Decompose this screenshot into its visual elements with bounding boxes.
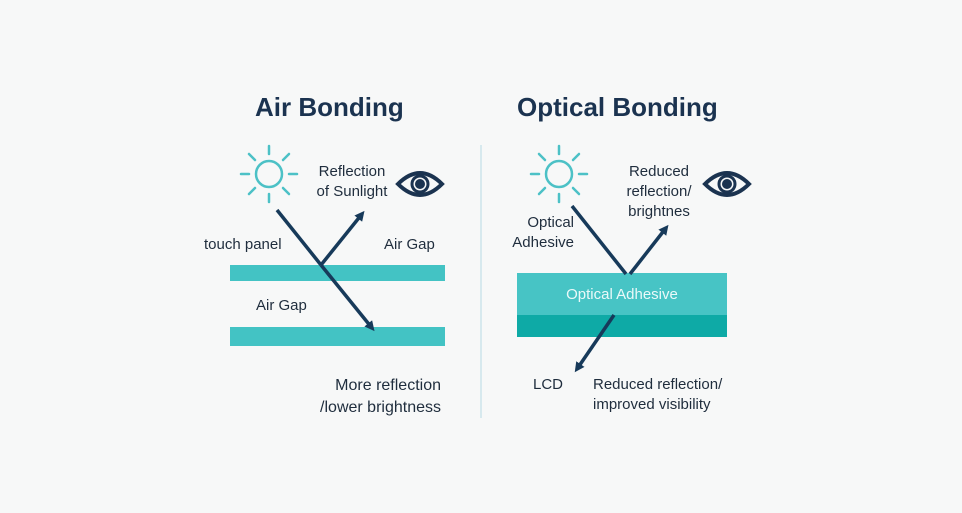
sun-icon bbox=[239, 144, 299, 204]
air-result-line-2: /lower brightness bbox=[320, 399, 441, 416]
lcd-label: LCD bbox=[533, 376, 564, 393]
optical-adhesive-layer-label: Optical Adhesive bbox=[566, 285, 678, 303]
optical-adhesive-layer: Optical Adhesive bbox=[517, 273, 727, 315]
optical-reflection-line-1: Reduced bbox=[628, 163, 690, 180]
eye-icon bbox=[395, 171, 445, 197]
air-reflection-line-1: Reflection bbox=[318, 163, 386, 180]
air-reflection-label: Reflection of Sunlight bbox=[306, 162, 398, 202]
touch-panel-layer bbox=[230, 265, 445, 281]
air-reflection-line-2: of Sunlight bbox=[316, 183, 388, 200]
reflected-ray bbox=[628, 224, 669, 276]
adhesive-side-line-2: Adhesive bbox=[512, 234, 574, 251]
air-result-line-1: More reflection bbox=[335, 377, 441, 394]
transmitted-ray bbox=[319, 263, 375, 332]
lcd-panel-layer bbox=[517, 315, 727, 337]
optical-reflection-label: Reduced reflection/ brightnes bbox=[618, 162, 700, 222]
touch-panel-label: touch panel bbox=[204, 236, 282, 253]
panel-divider bbox=[480, 145, 482, 418]
optical-reflection-line-2: reflection/ bbox=[626, 183, 692, 200]
air-gap-label-right: Air Gap bbox=[384, 236, 435, 253]
optical-adhesive-side-label: Optical Adhesive bbox=[500, 213, 574, 253]
reflected-ray bbox=[319, 210, 365, 267]
lcd-layer bbox=[230, 327, 445, 346]
incident-ray bbox=[275, 208, 323, 267]
optical-result-line-2: improved visibility bbox=[593, 396, 711, 413]
adhesive-side-line-1: Optical bbox=[527, 214, 574, 231]
air-result-label: More reflection /lower brightness bbox=[290, 375, 441, 419]
optical-reflection-line-3: brightnes bbox=[628, 203, 690, 220]
optical-result-line-1: Reduced reflection/ bbox=[593, 376, 723, 393]
optical-bonding-title: Optical Bonding bbox=[517, 92, 718, 122]
air-bonding-title: Air Bonding bbox=[255, 92, 404, 122]
optical-result-label: Reduced reflection/ improved visibility bbox=[593, 375, 722, 415]
transmitted-ray bbox=[574, 314, 616, 373]
sun-icon bbox=[529, 144, 589, 204]
eye-icon bbox=[702, 171, 752, 197]
air-gap-label-middle: Air Gap bbox=[256, 297, 307, 314]
incident-ray bbox=[570, 204, 628, 276]
